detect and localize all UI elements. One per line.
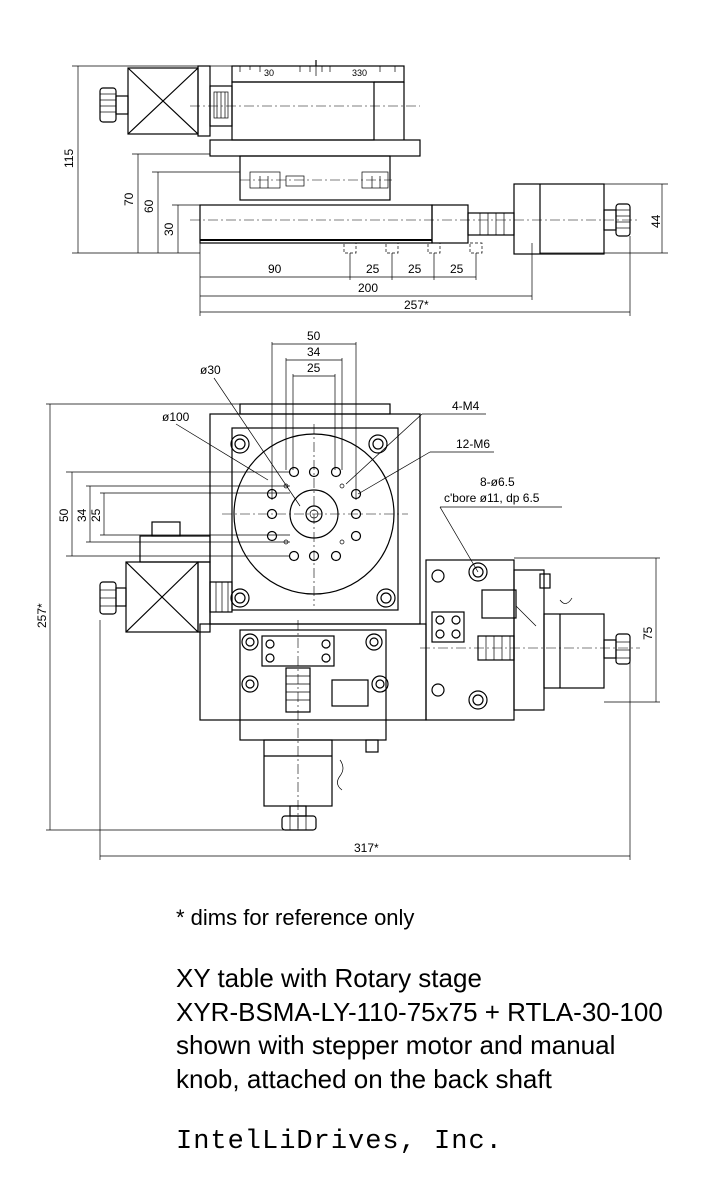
dim-50-top: 50 — [307, 329, 321, 343]
scale-ticks — [239, 66, 396, 76]
dim-25c: 25 — [450, 262, 464, 276]
dim-25-top: 25 — [307, 361, 321, 375]
dim-317: 317* — [354, 841, 379, 855]
dim-200: 200 — [358, 281, 378, 295]
scale-mark-30: 30 — [264, 68, 274, 78]
scale-mark-330: 330 — [352, 68, 367, 78]
dim-257-side: 257* — [404, 298, 429, 312]
description-line: XYR-BSMA-LY-110-75x75 + RTLA-30-100 — [176, 996, 663, 1027]
top-view: 50 34 25 50 34 25 257* 317* 75 — [35, 329, 660, 860]
callout-m4: 4-M4 — [452, 399, 480, 413]
callout-phi100: ø100 — [162, 410, 190, 424]
company-name: IntelLiDrives, Inc. — [176, 1127, 503, 1157]
description-line: knob, attached on the back shaft — [176, 1063, 552, 1094]
dim-75: 75 — [641, 626, 655, 640]
callout-holes: 8-ø6.5 — [480, 475, 515, 489]
dim-25-left: 25 — [89, 508, 103, 522]
dim-115: 115 — [62, 149, 76, 168]
dim-60: 60 — [142, 199, 156, 213]
side-view: 30 330 — [62, 60, 668, 316]
dim-25a: 25 — [366, 262, 380, 276]
m6-holes — [266, 466, 362, 562]
dim-90: 90 — [268, 262, 282, 276]
dim-25b: 25 — [408, 262, 422, 276]
description: XY table with Rotary stage XYR-BSMA-LY-1… — [176, 962, 716, 1096]
technical-drawing: 30 330 — [35, 60, 668, 860]
description-line: shown with stepper motor and manual — [176, 1030, 616, 1060]
dim-50-left: 50 — [57, 508, 71, 522]
dim-70: 70 — [122, 192, 136, 206]
dim-34-left: 34 — [75, 508, 89, 522]
dim-44: 44 — [649, 214, 663, 228]
dim-30: 30 — [162, 222, 176, 236]
m4-holes — [283, 483, 345, 545]
dim-34-top: 34 — [307, 345, 321, 359]
reference-note: * dims for reference only — [176, 905, 415, 930]
dim-257-top: 257* — [35, 603, 49, 628]
description-line: XY table with Rotary stage — [176, 963, 482, 993]
callout-phi30: ø30 — [200, 363, 221, 377]
callout-m6: 12-M6 — [456, 437, 490, 451]
callout-cbore: c'bore ø11, dp 6.5 — [444, 491, 540, 505]
